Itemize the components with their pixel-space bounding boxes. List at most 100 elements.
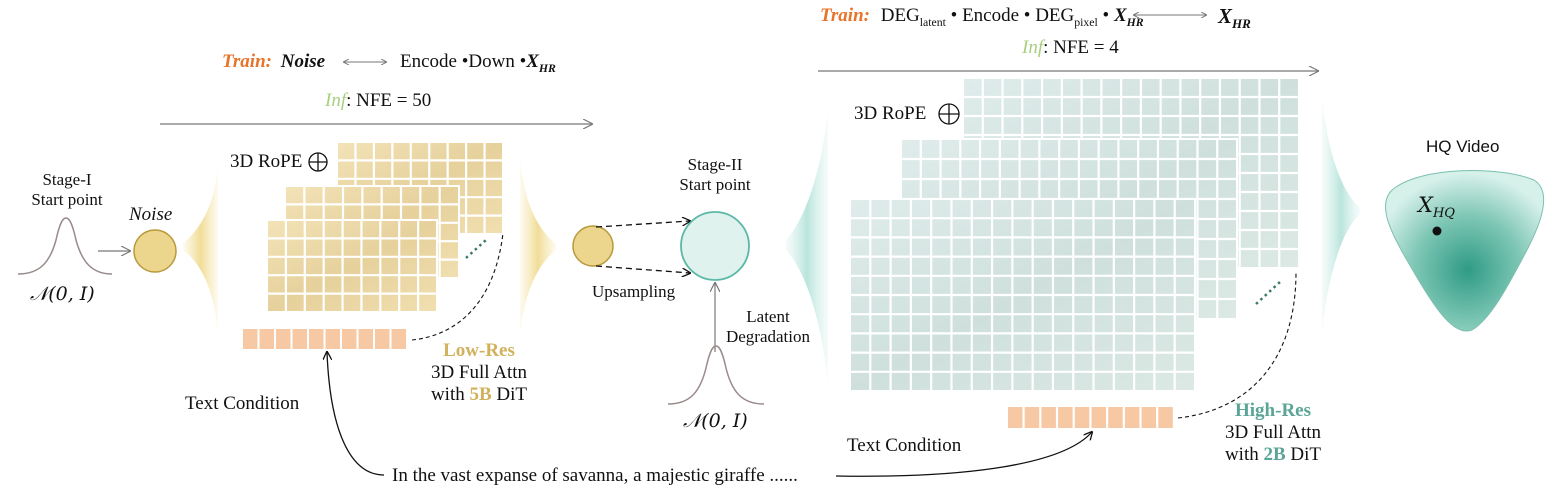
stage2-attn-line: 3D Full Attn bbox=[1224, 421, 1322, 443]
stage1-token-strip bbox=[243, 329, 406, 349]
stage1-text-token bbox=[342, 329, 357, 349]
stage1-distribution-label: 𝒩(0, I) bbox=[30, 283, 95, 305]
stage2-dot: • bbox=[1097, 5, 1114, 26]
stage2-frame-stack bbox=[849, 77, 1300, 392]
stage2-start-line2: Start point bbox=[679, 175, 751, 195]
stage2-x-right: XHR bbox=[1218, 4, 1251, 32]
hq-x-label: XHQ bbox=[1418, 193, 1455, 222]
stage1-rope-label: 3D RoPE bbox=[230, 151, 303, 172]
stage1-rope-plus-icon bbox=[308, 152, 328, 172]
stage1-inf-label: Inf bbox=[325, 90, 347, 111]
stage2-model-label: High-Res 3D Full Attn with 2B DiT bbox=[1218, 400, 1328, 466]
stage2-text-token bbox=[1158, 407, 1173, 428]
latent-line1: Latent bbox=[746, 307, 790, 326]
stage2-inf-value: : NFE = 4 bbox=[1043, 37, 1119, 58]
stage1-train-line: Train: Noise bbox=[222, 52, 325, 71]
stage1-train-target-text: Encode •Down • bbox=[400, 51, 527, 72]
stage2-token-link bbox=[1177, 271, 1297, 419]
stage1-start-label: Stage-I Start point bbox=[22, 170, 112, 211]
stage1-train-target-sub: HR bbox=[538, 61, 556, 75]
stage1-token-link bbox=[411, 232, 504, 341]
stage2-text-token bbox=[1074, 407, 1090, 428]
prompt-to-stage2-arrow bbox=[835, 432, 1092, 477]
upsample-source-circle bbox=[572, 225, 614, 267]
stage2-token-strip bbox=[1008, 407, 1173, 428]
prompt-to-stage1-arrow bbox=[327, 352, 385, 476]
upsample-arrow-bottom bbox=[595, 265, 690, 273]
stage1-gaussian-curve bbox=[17, 217, 113, 275]
stage1-dit-size: 5B bbox=[469, 383, 492, 405]
stage1-text-condition: Text Condition bbox=[185, 393, 300, 414]
stage2-inf-label: Inf bbox=[1022, 37, 1044, 58]
latent-line2: Degradation bbox=[725, 327, 811, 347]
stage1-text-token bbox=[276, 329, 291, 349]
stage1-model-label: Low-Res 3D Full Attn with 5B DiT bbox=[428, 340, 530, 406]
hq-point bbox=[1432, 226, 1442, 236]
stage1-text-token bbox=[391, 329, 406, 349]
stage2-text-token bbox=[1108, 407, 1123, 428]
stage1-res-label: Low-Res bbox=[443, 340, 515, 361]
stage1-dit-line: with 5B DiT bbox=[428, 384, 530, 406]
stage2-dit-line: with 2B DiT bbox=[1218, 444, 1328, 466]
stage1-frame-stack bbox=[266, 141, 504, 313]
stage2-dit-size: 2B bbox=[1263, 443, 1286, 465]
stage2-encode: • Encode • bbox=[945, 5, 1036, 26]
stage2-text-token bbox=[1008, 407, 1023, 428]
latent-degradation-label: Latent Degradation bbox=[718, 307, 818, 348]
stage2-text-token bbox=[1124, 407, 1140, 428]
stage1-text-token bbox=[292, 329, 307, 349]
stage1-dit-pre: with bbox=[430, 383, 470, 405]
stage1-inf-value: : NFE = 50 bbox=[346, 90, 432, 111]
stage2-text-token bbox=[1091, 407, 1106, 428]
stage2-frames-ellipsis bbox=[1255, 281, 1281, 305]
stage1-train-label: Train: bbox=[222, 51, 272, 72]
stage2-gaussian-curve bbox=[667, 345, 765, 405]
stage2-left-funnel bbox=[786, 110, 828, 385]
stage2-frame-front bbox=[849, 198, 1196, 392]
stage2-deg-latent: DEGlatent bbox=[880, 5, 946, 29]
stage1-start-line1: Stage-I bbox=[42, 170, 92, 189]
stage1-frames-ellipsis bbox=[465, 239, 487, 259]
stage2-distribution-label: 𝒩(0, I) bbox=[683, 410, 748, 432]
stage1-train-target-x: X bbox=[526, 51, 539, 72]
stage1-right-funnel bbox=[520, 160, 556, 335]
hq-video-title: HQ Video bbox=[1426, 137, 1500, 156]
upsampling-label: Upsampling bbox=[592, 282, 676, 301]
stage2-right-funnel bbox=[1322, 100, 1360, 330]
stage2-train-label: Train: bbox=[820, 5, 870, 26]
stage1-left-funnel bbox=[183, 165, 218, 335]
stage2-x-left: XHR bbox=[1113, 5, 1144, 29]
stage1-noise-circle bbox=[133, 229, 177, 273]
stage2-text-token bbox=[1141, 407, 1157, 428]
hq-video-blob bbox=[1385, 170, 1545, 332]
stage2-text-condition: Text Condition bbox=[847, 435, 962, 456]
text-prompt: In the vast expanse of savanna, a majest… bbox=[392, 465, 798, 486]
stage1-train-noise: Noise bbox=[280, 51, 326, 72]
stage1-text-token bbox=[375, 329, 390, 349]
stage1-frame-front bbox=[266, 219, 438, 313]
stage2-dit-pre: with bbox=[1224, 443, 1264, 465]
stage2-text-token bbox=[1041, 407, 1056, 428]
stage1-attn-line: 3D Full Attn bbox=[430, 361, 528, 383]
stage1-train-target: Encode •Down •XHR bbox=[400, 52, 556, 75]
stage1-start-line2: Start point bbox=[31, 190, 103, 210]
stage2-rope-plus-icon bbox=[938, 103, 960, 125]
stage2-inf-line: Inf: NFE = 4 bbox=[1022, 38, 1119, 57]
stage1-dit-post: DiT bbox=[491, 383, 528, 405]
stage2-start-circle bbox=[680, 211, 750, 281]
stage1-text-token bbox=[325, 329, 340, 349]
upsample-arrow-top bbox=[595, 221, 690, 228]
stage2-res-label: High-Res bbox=[1235, 400, 1311, 421]
stage1-inf-line: Inf: NFE = 50 bbox=[325, 91, 431, 110]
stage1-text-token bbox=[259, 329, 274, 349]
stage2-train-line: Train: DEGlatent • Encode • DEGpixel • X… bbox=[820, 6, 1144, 29]
stage1-text-token bbox=[243, 329, 258, 349]
stage2-text-token bbox=[1058, 407, 1073, 428]
stage2-start-label: Stage-II Start point bbox=[670, 155, 760, 196]
stage2-rope-label: 3D RoPE bbox=[854, 103, 927, 124]
stage1-text-token bbox=[358, 329, 373, 349]
stage1-noise-label: Noise bbox=[129, 204, 173, 225]
stage2-start-line1: Stage-II bbox=[687, 155, 743, 174]
stage1-text-token bbox=[309, 329, 324, 349]
